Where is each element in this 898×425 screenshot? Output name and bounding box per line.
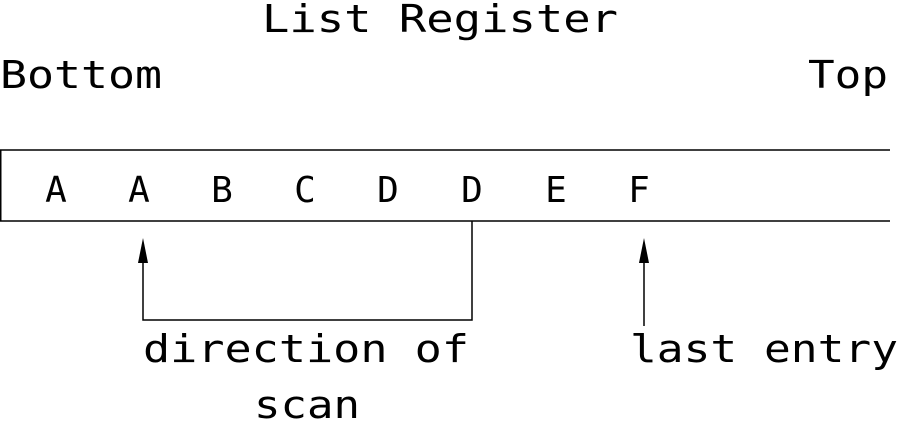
- scan-label-line1: direction of: [143, 327, 469, 371]
- top-label: Top: [808, 53, 888, 97]
- diagram-title: List Register: [262, 0, 618, 41]
- last-entry-arrow: [639, 238, 649, 326]
- bottom-label: Bottom: [0, 53, 162, 97]
- register-entry: D: [461, 170, 483, 211]
- register-entry: E: [545, 170, 567, 211]
- last-entry-label: last entry: [630, 327, 898, 371]
- register-entry: B: [211, 170, 233, 211]
- register-box: [0, 149, 890, 222]
- register-entry: D: [377, 170, 399, 211]
- register-entry: F: [628, 170, 650, 211]
- scan-direction-arrow: [138, 221, 473, 321]
- scan-label-line2: scan: [254, 383, 360, 420]
- register-entries: A A B C D D E F: [45, 170, 650, 211]
- register-entry: A: [45, 170, 67, 211]
- register-entry: A: [128, 170, 150, 211]
- arrowhead-up-icon: [138, 238, 148, 263]
- arrowhead-up-icon: [639, 238, 649, 263]
- register-entry: C: [294, 170, 316, 211]
